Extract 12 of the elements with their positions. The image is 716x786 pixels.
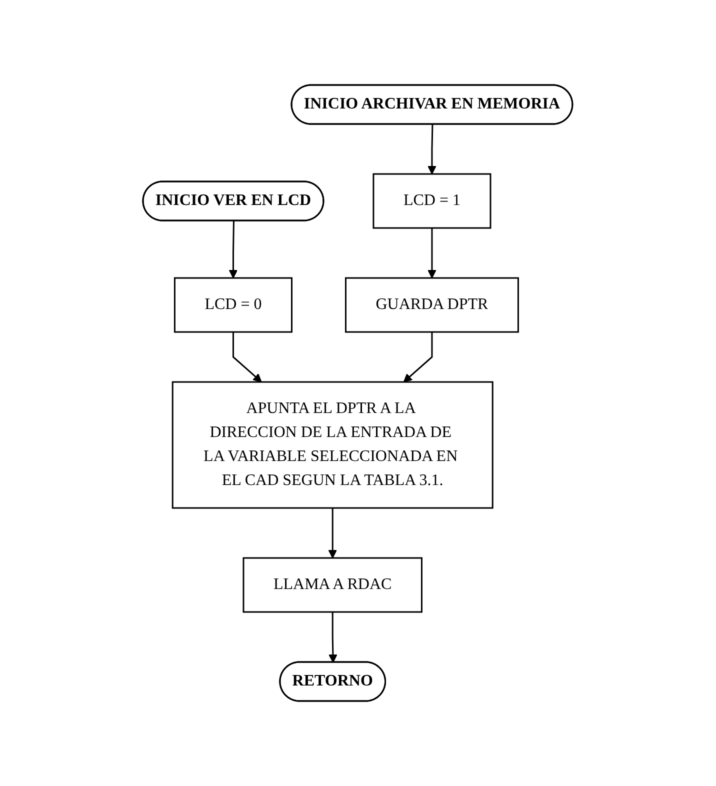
node-box: LCD = 0 <box>174 277 293 333</box>
node-box: GUARDA DPTR <box>345 277 520 333</box>
arrow <box>229 220 238 278</box>
arrow <box>328 612 338 663</box>
arrow <box>428 228 437 278</box>
node-box: LLAMA A RDAC <box>243 557 423 613</box>
arrow <box>328 508 338 558</box>
arrow <box>232 332 262 382</box>
arrow <box>428 124 437 174</box>
arrow <box>404 332 433 382</box>
node-box: LCD = 1 <box>373 173 492 229</box>
node-box: APUNTA EL DPTR A LA DIRECCION DE LA ENTRADA DE LA VARIABLE SELECCIONADA EN EL CAD SEGUN LA TABLA 3.1. <box>172 381 494 509</box>
